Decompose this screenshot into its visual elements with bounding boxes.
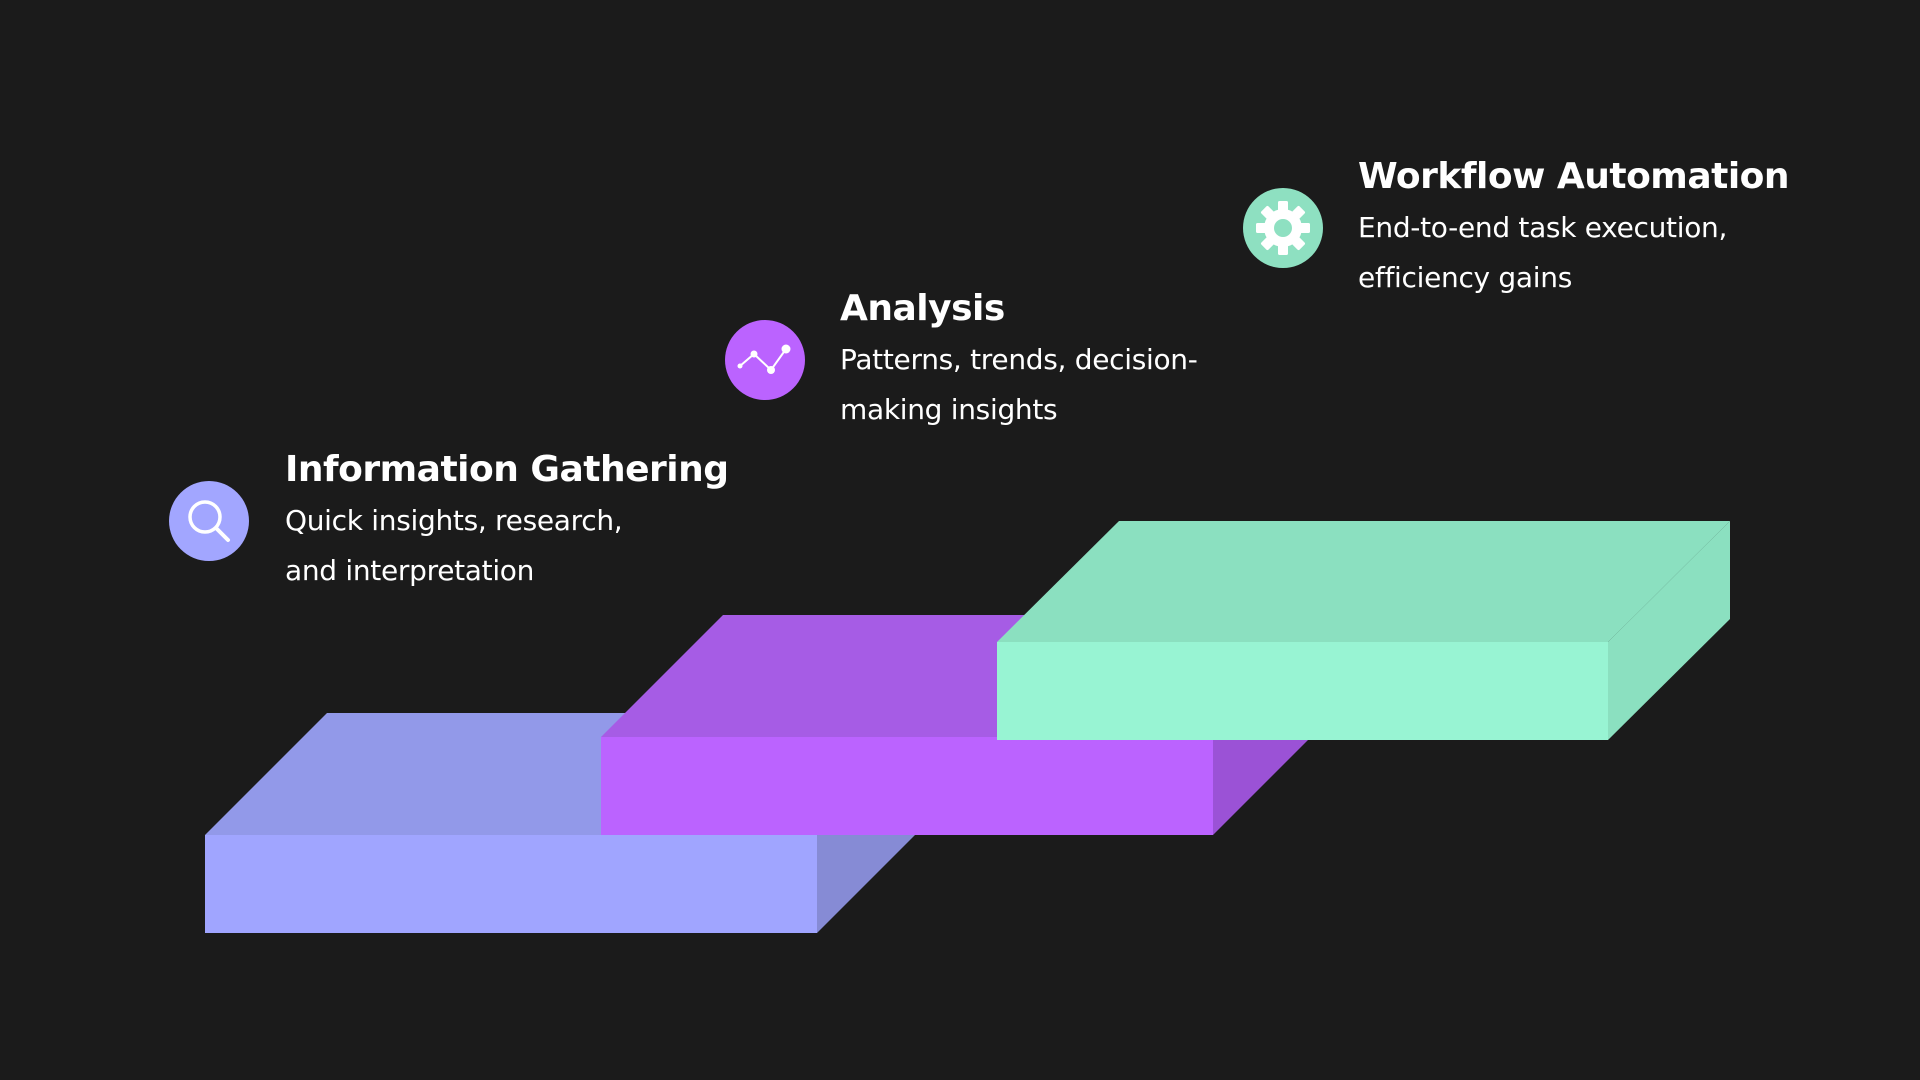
step-1-label: Information Gathering Quick insights, re… bbox=[285, 448, 765, 596]
step-2-label: Analysis Patterns, trends, decision-maki… bbox=[840, 287, 1260, 435]
step-block-workflow-automation bbox=[997, 521, 1730, 740]
step-3-label: Workflow Automation End-to-end task exec… bbox=[1358, 155, 1858, 303]
step-2-front-face bbox=[601, 737, 1213, 835]
step-2-title: Analysis bbox=[840, 288, 1005, 329]
step-2-description: Patterns, trends, decision-making insigh… bbox=[840, 343, 1198, 426]
step-3-front-face bbox=[997, 642, 1608, 740]
step-3-icon-badge bbox=[1243, 188, 1323, 268]
trend-line-icon bbox=[737, 344, 791, 374]
step-3-side-face bbox=[1608, 521, 1730, 740]
search-icon bbox=[188, 500, 230, 542]
step-2-icon-badge bbox=[725, 320, 805, 400]
step-3-top-face bbox=[997, 521, 1730, 642]
step-1-front-face bbox=[205, 835, 817, 933]
step-1-description: Quick insights, research, and interpreta… bbox=[285, 504, 623, 587]
gear-icon bbox=[1256, 201, 1310, 255]
step-3-title: Workflow Automation bbox=[1358, 156, 1790, 197]
step-1-title: Information Gathering bbox=[285, 449, 729, 490]
step-1-icon-badge bbox=[169, 481, 249, 561]
step-3-description: End-to-end task execution, efficiency ga… bbox=[1358, 211, 1728, 294]
